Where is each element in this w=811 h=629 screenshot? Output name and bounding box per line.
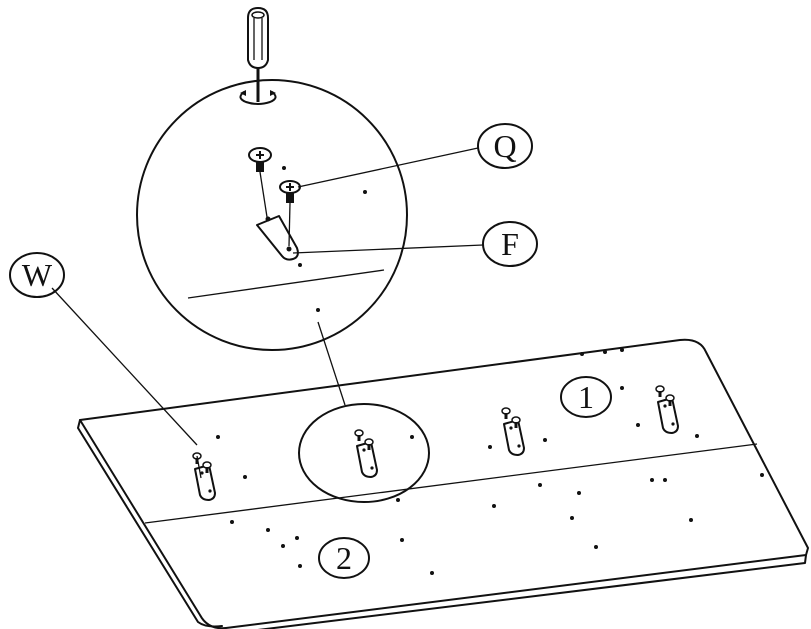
panel-1-label-badge: 1 (560, 376, 612, 418)
tabletop-board (77, 338, 809, 629)
panel-2-label-badge: 2 (318, 537, 370, 579)
callout-f-leader (292, 244, 484, 254)
plate-set-right-2 (655, 385, 679, 434)
callout-q-leader (297, 147, 479, 188)
panel-2-label: 2 (336, 540, 352, 576)
magnified-detail (136, 79, 408, 351)
panel-1-label: 1 (578, 379, 594, 415)
rotation-arrow-icon (239, 90, 277, 105)
plate-set-right-1 (501, 407, 525, 456)
magnify-connector (317, 321, 346, 406)
callout-w-leader (51, 287, 198, 446)
detail-focus-circle (298, 403, 430, 503)
callout-f-label: F (501, 226, 519, 262)
callout-w: W (9, 252, 65, 298)
callout-q-label: Q (493, 128, 516, 164)
callout-q: Q (477, 123, 533, 169)
callout-f: F (482, 221, 538, 267)
panel-holes (216, 348, 764, 575)
plate-set-left (192, 452, 216, 501)
plate-set-center (354, 429, 378, 478)
screwdriver-icon (247, 7, 269, 102)
callout-w-label: W (22, 257, 53, 293)
panel-seam (144, 443, 758, 524)
